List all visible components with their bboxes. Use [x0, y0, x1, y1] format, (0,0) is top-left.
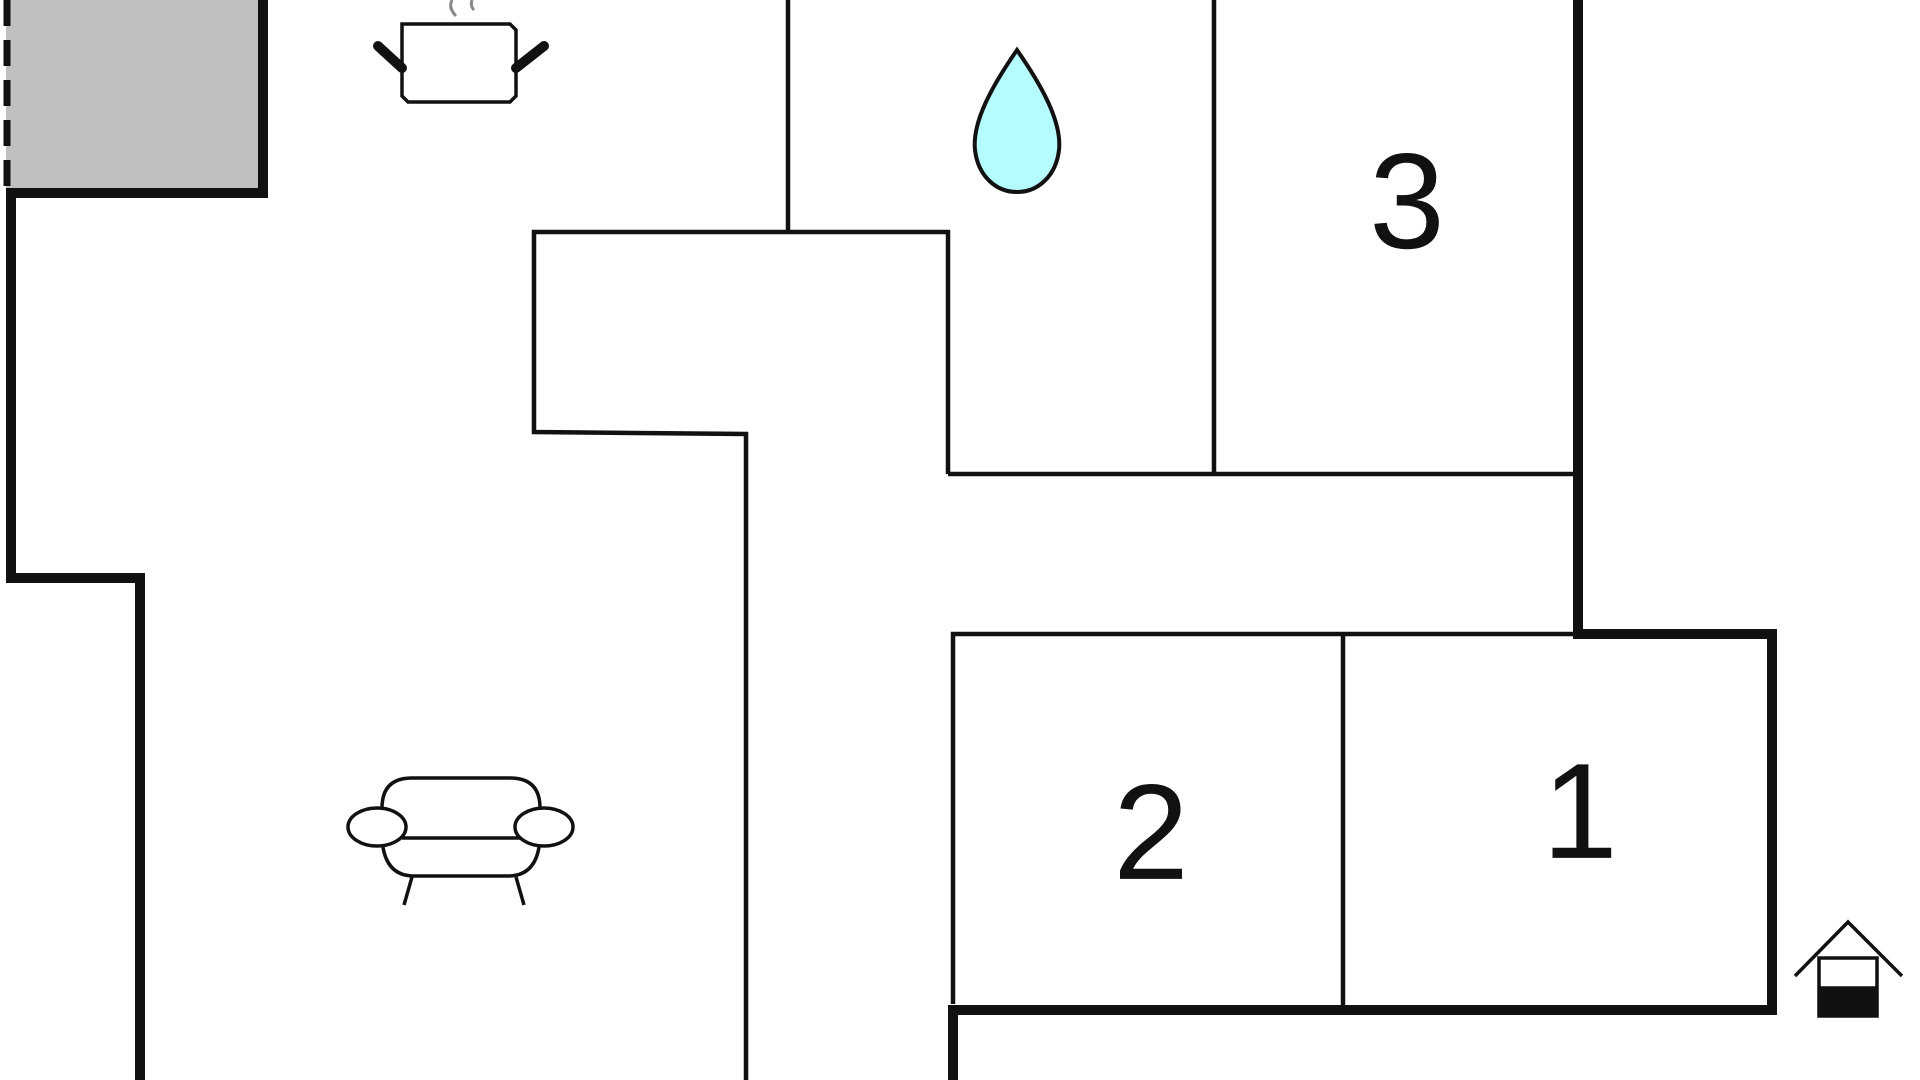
outer-wall-left: [6, 193, 145, 1080]
corridor-wall-upper: [531, 229, 951, 1080]
water-drop-icon: [972, 46, 1062, 195]
room-3-label: 3: [1369, 125, 1445, 277]
sofa-icon: [346, 776, 575, 906]
cooking-pot-icon: [373, 0, 549, 104]
terrace-wall: [6, 0, 268, 198]
outer-wall-right: [948, 0, 1777, 1080]
room-2-label: 2: [1113, 756, 1189, 908]
room-1-label: 1: [1542, 735, 1618, 887]
terrace-area: [6, 0, 264, 192]
room2-wall: [950, 631, 1578, 1004]
entrance-house-icon: [1793, 919, 1904, 1018]
